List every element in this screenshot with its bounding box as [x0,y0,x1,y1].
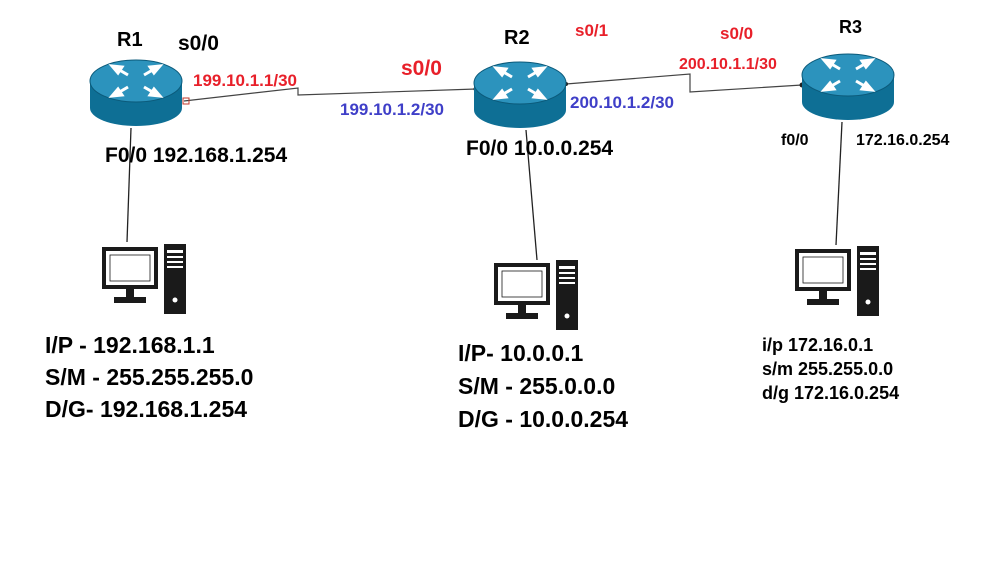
serial-link-r1-r2 [183,87,477,102]
router-r1[interactable] [88,56,184,130]
r1-f0-label: F0/0 192.168.1.254 [105,144,288,167]
host-pc3[interactable] [793,244,883,319]
host-pc2-mask: S/M - 255.0.0.0 [458,373,616,399]
pc-icon [494,260,578,330]
r2-s0-label: s0/0 [401,57,442,80]
pc-icon [795,246,879,316]
host-pc1-ip: I/P - 192.168.1.1 [45,332,215,358]
host-pc3-gateway: d/g 172.16.0.254 [762,383,900,403]
router-r3-name: R3 [839,17,863,37]
r2-s1-ip: 200.10.1.2/30 [570,93,674,112]
router-r2[interactable] [471,58,569,132]
r3-f0-ip: 172.16.0.254 [856,132,950,149]
host-pc1[interactable] [100,242,190,317]
r2-f0-label: F0/0 10.0.0.254 [466,137,614,160]
router-icon [801,53,895,120]
ethernet-link-r2-pc2 [525,129,538,261]
router-icon [473,61,567,128]
router-r2-name: R2 [504,27,530,49]
host-pc2-gateway: D/G - 10.0.0.254 [458,406,629,432]
r3-s0-ip: 200.10.1.1/30 [679,56,777,73]
port-marker-r1-s0 [182,97,190,105]
host-pc3-ip: i/p 172.16.0.1 [762,335,874,355]
r2-s0-ip: 199.10.1.2/30 [340,100,444,119]
r3-s0-label: s0/0 [720,24,754,43]
router-icon [89,59,183,126]
host-pc2-ip: I/P- 10.0.0.1 [458,340,584,366]
host-pc1-info: I/P - 192.168.1.1 S/M - 255.255.255.0 D/… [45,334,253,421]
host-pc1-gateway: D/G- 192.168.1.254 [45,396,248,422]
r1-s0-label: s0/0 [178,32,219,55]
host-pc2-info: I/P- 10.0.0.1 S/M - 255.0.0.0 D/G - 10.0… [458,342,628,431]
ethernet-link-r3-pc3 [835,121,843,246]
host-pc3-mask: s/m 255.255.0.0 [762,359,894,379]
ethernet-link-r1-pc1 [126,127,132,243]
host-pc3-info: i/p 172.16.0.1 s/m 255.255.0.0 d/g 172.1… [762,336,899,402]
host-pc2[interactable] [492,258,582,333]
r1-s0-ip: 199.10.1.1/30 [193,71,297,90]
serial-link-r2-r3 [565,73,803,93]
r2-s1-label: s0/1 [575,21,609,40]
router-r1-name: R1 [117,29,143,51]
host-pc1-mask: S/M - 255.255.255.0 [45,364,254,390]
router-r3[interactable] [799,50,897,124]
pc-icon [102,244,186,314]
r3-f0-label: f0/0 [781,132,809,149]
